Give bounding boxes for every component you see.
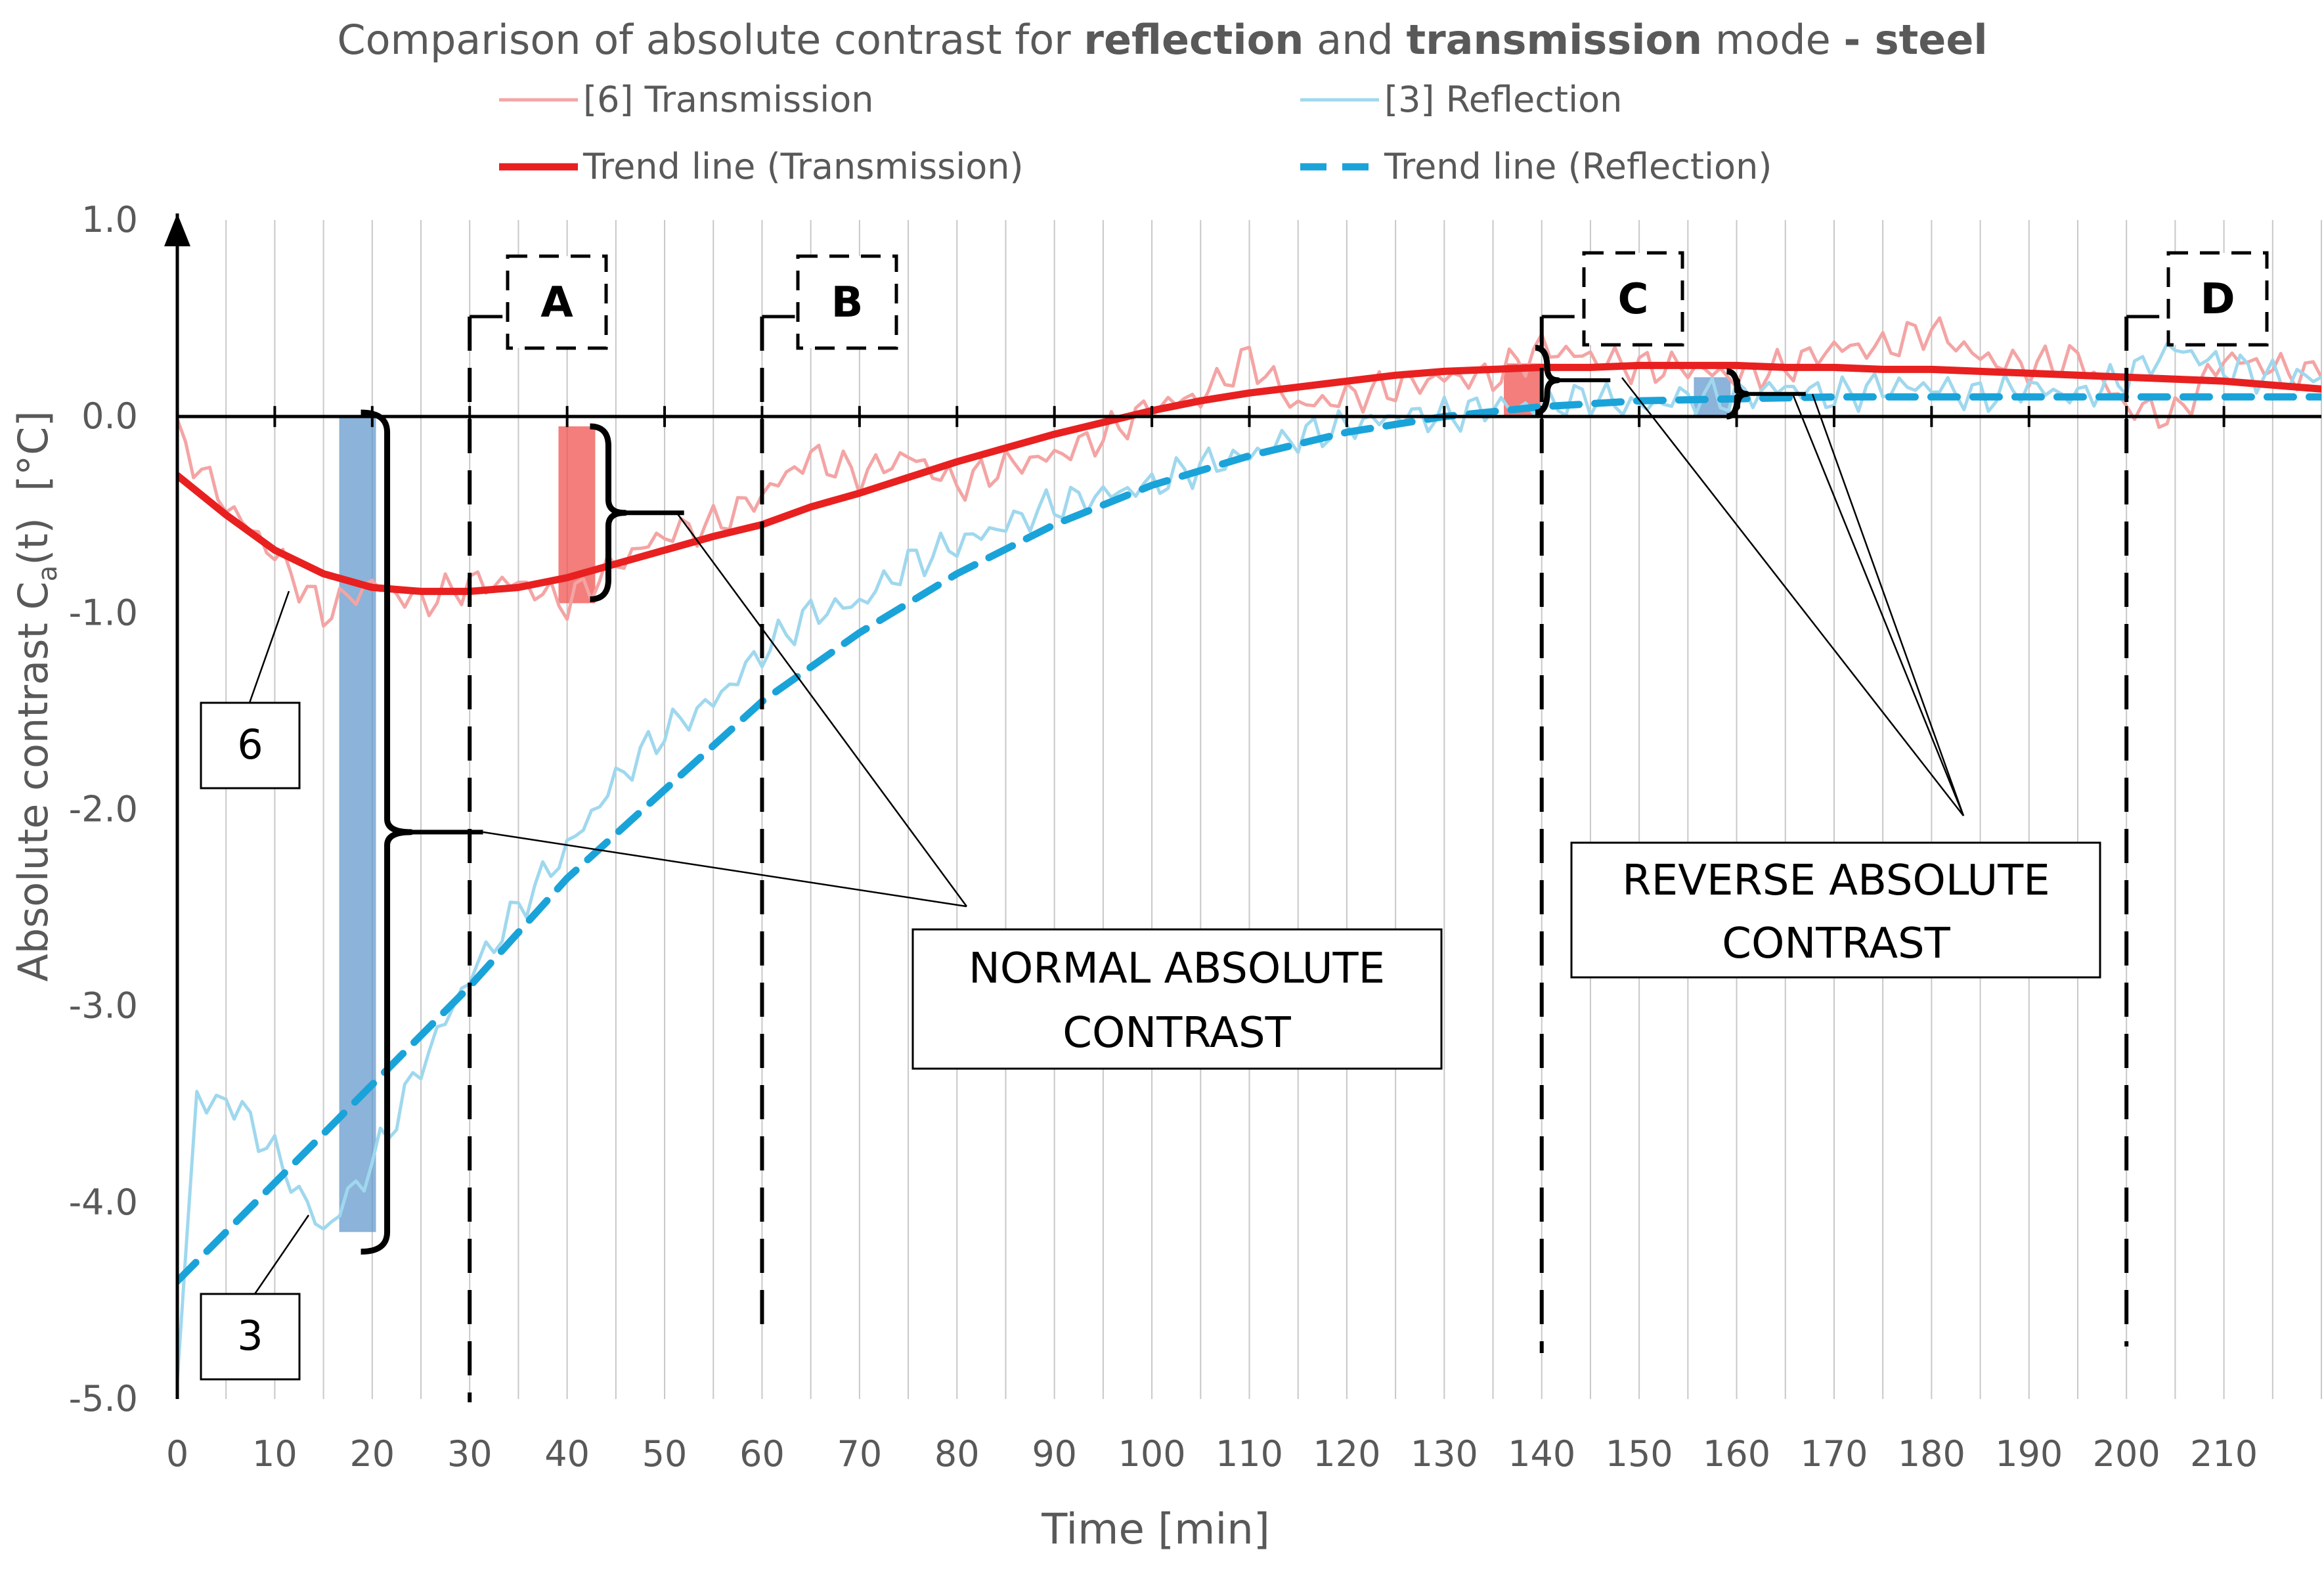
chart-title: Comparison of absolute contrast for refl… — [337, 16, 1987, 64]
phase-label: A — [540, 278, 573, 327]
title-part: mode — [1702, 16, 1843, 64]
axes — [164, 213, 2321, 1399]
phase-box — [2166, 251, 2269, 347]
contrast-braces — [361, 344, 1806, 1255]
legend-entry: Trend line (Reflection) — [1300, 146, 1772, 187]
contrast-brace — [1726, 368, 1750, 420]
y-tick-label: -4.0 — [69, 1182, 138, 1223]
phase-label: C — [1618, 275, 1649, 324]
legend-label: Trend line (Reflection) — [1384, 146, 1772, 187]
annotation-box-3: 3 — [200, 1293, 301, 1381]
x-axis-label: Time [min] — [1041, 1505, 1270, 1554]
x-tick-label: 10 — [252, 1433, 297, 1475]
contrast-highlights — [339, 363, 1731, 1232]
phase-box — [796, 254, 898, 350]
x-tick-label: 130 — [1411, 1433, 1478, 1475]
x-tick-label: 150 — [1606, 1433, 1673, 1475]
y-tick-label: -2.0 — [69, 789, 138, 830]
annotation-box-normal: NORMAL ABSOLUTE CONTRAST — [911, 928, 1443, 1070]
title-part: Comparison of absolute contrast for — [337, 16, 1084, 64]
contrast-brace — [590, 423, 628, 602]
x-tick-label: 160 — [1703, 1433, 1770, 1475]
phase-label: B — [831, 278, 864, 327]
legend-label: [6] Transmission — [583, 79, 874, 120]
legend-label: [3] Reflection — [1384, 79, 1622, 120]
series-line — [176, 342, 2321, 1383]
x-tick-label: 100 — [1118, 1433, 1186, 1475]
ylabel-tail: (t) — [9, 518, 57, 566]
ylabel-unit: [°C] — [9, 411, 57, 491]
legend-entry: [6] Transmission — [499, 79, 874, 120]
phase-label: D — [2200, 275, 2235, 324]
legend-entry: Trend line (Transmission) — [499, 146, 1024, 187]
normal-contrast-line-2: CONTRAST — [1063, 1009, 1291, 1057]
annotation-label-6: 6 — [237, 721, 263, 768]
x-tick-label: 90 — [1032, 1433, 1077, 1475]
normal-contrast-line-1: NORMAL ABSOLUTE — [969, 945, 1385, 993]
reverse-contrast-line-2: CONTRAST — [1722, 920, 1950, 968]
series-layer — [176, 316, 2321, 1383]
phase-marker-B: B — [760, 254, 898, 1340]
y-tick-label: 1.0 — [81, 199, 138, 240]
x-tick-label: 110 — [1216, 1433, 1283, 1475]
ylabel-main: Absolute contrast C — [9, 581, 57, 981]
title-part: reflection — [1084, 16, 1304, 64]
x-tick-label: 0 — [166, 1433, 188, 1475]
x-tick-label: 30 — [447, 1433, 493, 1475]
y-tick-label: -5.0 — [69, 1378, 138, 1419]
annotation-boxes: 6 3 NORMAL ABSOLUTE CONTRAST REVERSE ABS… — [200, 701, 2101, 1381]
annotation-box-reverse: REVERSE ABSOLUTE CONTRAST — [1570, 841, 2101, 979]
x-tick-label: 20 — [349, 1433, 395, 1475]
y-tick-label: 0.0 — [81, 395, 138, 437]
x-tick-label: 70 — [837, 1433, 883, 1475]
gridlines — [225, 220, 2322, 1399]
reverse-contrast-line-1: REVERSE ABSOLUTE — [1622, 856, 2050, 905]
phase-markers: A B C D — [468, 251, 2269, 1402]
annotation-box-6: 6 — [200, 701, 301, 790]
x-tick-label: 40 — [544, 1433, 590, 1475]
series-line — [176, 316, 2321, 628]
y-tick-label: -3.0 — [69, 985, 138, 1027]
leader-line — [253, 1214, 310, 1295]
x-tick-label: 210 — [2190, 1433, 2258, 1475]
title-part: and — [1304, 16, 1406, 64]
legend-entry: [3] Reflection — [1300, 79, 1622, 120]
x-tick-label: 50 — [642, 1433, 688, 1475]
series-line — [176, 361, 2321, 595]
phase-box — [1582, 251, 1684, 347]
annotation-label-3: 3 — [237, 1312, 263, 1360]
y-axis-label: Absolute contrast Ca(t) [°C] — [9, 411, 63, 981]
leader-lines — [248, 377, 1965, 1295]
tick-labels: 0 10 20 30 40 50 60 70 80 90 100 110 120 130 140 150 160… — [69, 199, 2258, 1475]
series-line — [176, 393, 2321, 1285]
legend-label: Trend line (Transmission) — [582, 146, 1024, 187]
x-tick-label: 180 — [1898, 1433, 1965, 1475]
x-tick-label: 120 — [1313, 1433, 1380, 1475]
y-tick-label: -1.0 — [69, 592, 138, 633]
title-part: - steel — [1843, 16, 1987, 64]
y-axis-arrow — [164, 213, 190, 246]
x-tick-label: 190 — [1995, 1433, 2063, 1475]
phase-marker-C: C — [1539, 251, 1684, 1353]
x-tick-label: 140 — [1508, 1433, 1575, 1475]
title-part: transmission — [1406, 16, 1702, 64]
x-tick-label: 200 — [2093, 1433, 2160, 1475]
ylabel-sub: a — [33, 566, 63, 582]
x-tick-label: 80 — [934, 1433, 980, 1475]
phase-box — [506, 254, 608, 350]
x-tick-label: 170 — [1800, 1433, 1868, 1475]
leader-line — [248, 590, 290, 703]
leader-line — [1811, 393, 1965, 816]
leader-line — [1791, 393, 1965, 816]
x-tick-label: 60 — [739, 1433, 785, 1475]
leader-line — [483, 831, 967, 908]
phase-marker-D: D — [2124, 251, 2269, 1346]
leader-line — [1621, 377, 1964, 816]
contrast-highlight — [339, 416, 376, 1232]
leader-line — [675, 512, 968, 907]
phase-marker-A: A — [468, 254, 608, 1402]
